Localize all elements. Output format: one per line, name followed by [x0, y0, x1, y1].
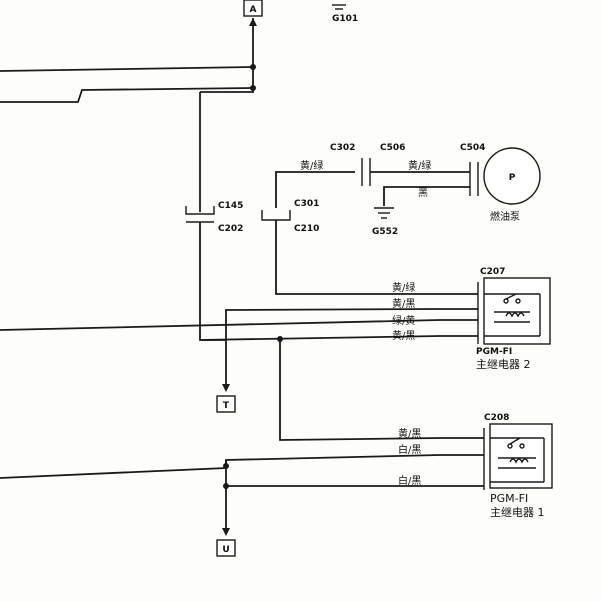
fuel-pump-motor-icon: [483, 147, 541, 205]
wire-color-relay1-3: 白/黑: [398, 474, 421, 487]
fuel-pump: C504 P 燃油泵: [460, 143, 541, 223]
splice-dot: [250, 85, 256, 91]
terminal-u: U: [216, 539, 236, 557]
connector-c301-c210: C301 C210: [261, 199, 319, 234]
splice-dot: [223, 463, 229, 469]
arrow-down-icon: [222, 384, 230, 392]
connector-c506-label: C506: [380, 143, 405, 153]
fuel-pump-label: 燃油泵: [490, 210, 520, 223]
wire-color-relay2-3: 绿/黄: [392, 314, 415, 327]
relay-coil-icon: [509, 458, 529, 464]
terminal-a: A: [243, 0, 263, 17]
connector-c210-label: C210: [294, 224, 319, 234]
wire-relay1-1: [279, 339, 441, 441]
relay1-connector: C208 PGM-FI 主继电器 1: [483, 413, 553, 519]
relay2-body: [483, 277, 551, 345]
relay1-label: 主继电器 1: [490, 506, 545, 519]
connector-c202-label: C202: [218, 224, 243, 234]
splice-dot: [223, 483, 229, 489]
wire-color-relay2-4: 黄/黑: [392, 329, 415, 342]
relay-coil-icon: [505, 312, 525, 318]
wire-color-pump-right-top: 黄/绿: [408, 159, 431, 172]
wire-left-second: [0, 87, 254, 103]
wire-color-pump-right-bottom: 黑: [418, 187, 428, 199]
wire-trunk-a: [200, 18, 254, 93]
connector-c302-c506: C302 C506: [330, 143, 405, 186]
wire-c210-down: [275, 220, 440, 295]
connector-c145-label: C145: [218, 201, 243, 211]
connector-c302-label: C302: [330, 143, 355, 153]
arrow-down-icon: [222, 528, 230, 536]
wire-color-relay1-2: 白/黑: [398, 443, 421, 456]
splice-dot: [250, 64, 256, 70]
terminal-t: T: [216, 395, 236, 413]
wire-color-relay2-2: 黄/黑: [392, 297, 415, 310]
relay2-title: PGM-FI: [476, 347, 512, 357]
relay2-connector: C207 PGM-FI 主继电器 2: [476, 267, 551, 371]
connector-c145-c202: C145 C202: [185, 201, 243, 234]
wire-color-relay1-1: 黄/黑: [398, 427, 421, 440]
wire-color-relay2-1: 黄/绿: [392, 281, 415, 294]
wire-color-pump-left: 黄/绿: [300, 159, 323, 172]
wire-trunk-lower: [199, 222, 226, 341]
wire-relay2-4: [199, 335, 441, 341]
arrow-up-icon: [249, 18, 257, 26]
fuel-pump-symbol: P: [509, 173, 516, 183]
terminal-u-label: U: [222, 545, 229, 555]
wire-left-third: [0, 319, 441, 331]
connector-c207-label: C207: [480, 267, 505, 277]
ground-g101: G101: [332, 4, 358, 24]
relay1-title: PGM-FI: [490, 492, 528, 505]
connector-c208-label: C208: [484, 413, 509, 423]
wire-left-bottom: [0, 454, 441, 479]
relay2-label: 主继电器 2: [476, 358, 531, 371]
relay1-body: [489, 423, 553, 489]
wire-left-top: [0, 66, 254, 72]
wire-c301-up: [275, 171, 355, 208]
terminal-t-label: T: [223, 401, 230, 411]
connector-c301-label: C301: [294, 199, 319, 209]
ground-g101-label: G101: [332, 14, 358, 24]
ground-g552-label: G552: [372, 227, 398, 237]
terminal-a-label: A: [250, 5, 257, 15]
relay-switch-icon: [505, 293, 517, 300]
wire-pump-bottom: [383, 186, 470, 206]
relay-switch-icon: [509, 437, 521, 445]
wire-relay2-2: [225, 308, 441, 340]
ground-g552: G552: [372, 207, 398, 237]
connector-c504-label: C504: [460, 143, 485, 153]
